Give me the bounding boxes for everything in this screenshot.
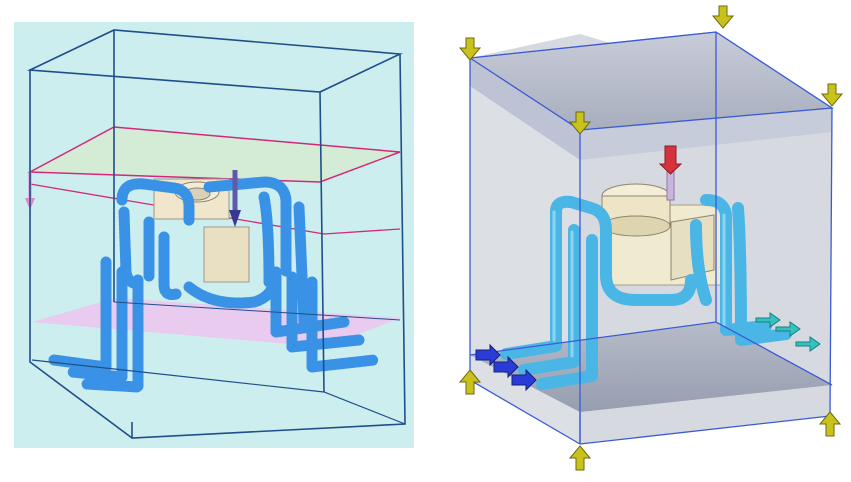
cooling-channel-icon bbox=[48, 176, 380, 393]
solid-mold-canvas bbox=[458, 5, 844, 471]
top-plate-front bbox=[470, 58, 580, 160]
cooling-channel-highlight bbox=[552, 210, 726, 358]
parting-plane bbox=[27, 126, 401, 183]
clamp-arrow-icon bbox=[458, 5, 844, 471]
mold-edges bbox=[468, 31, 834, 445]
injection-arrow-icon bbox=[658, 145, 683, 201]
cooling-channel-icon bbox=[500, 194, 792, 390]
coolant-inlet-arrow-icon bbox=[475, 343, 537, 392]
injection-arrow-icon bbox=[229, 170, 241, 227]
voxel-mold-canvas bbox=[25, 29, 406, 439]
top-plate-side bbox=[580, 108, 832, 160]
mold-box-icon bbox=[26, 29, 406, 439]
right-panel-solid-mold bbox=[456, 0, 851, 482]
left-panel-voxel-mold bbox=[14, 22, 414, 448]
coolant-outlet-arrow-icon bbox=[755, 312, 821, 352]
parting-plane-lower-edge bbox=[29, 183, 401, 235]
molded-part bbox=[601, 183, 727, 286]
